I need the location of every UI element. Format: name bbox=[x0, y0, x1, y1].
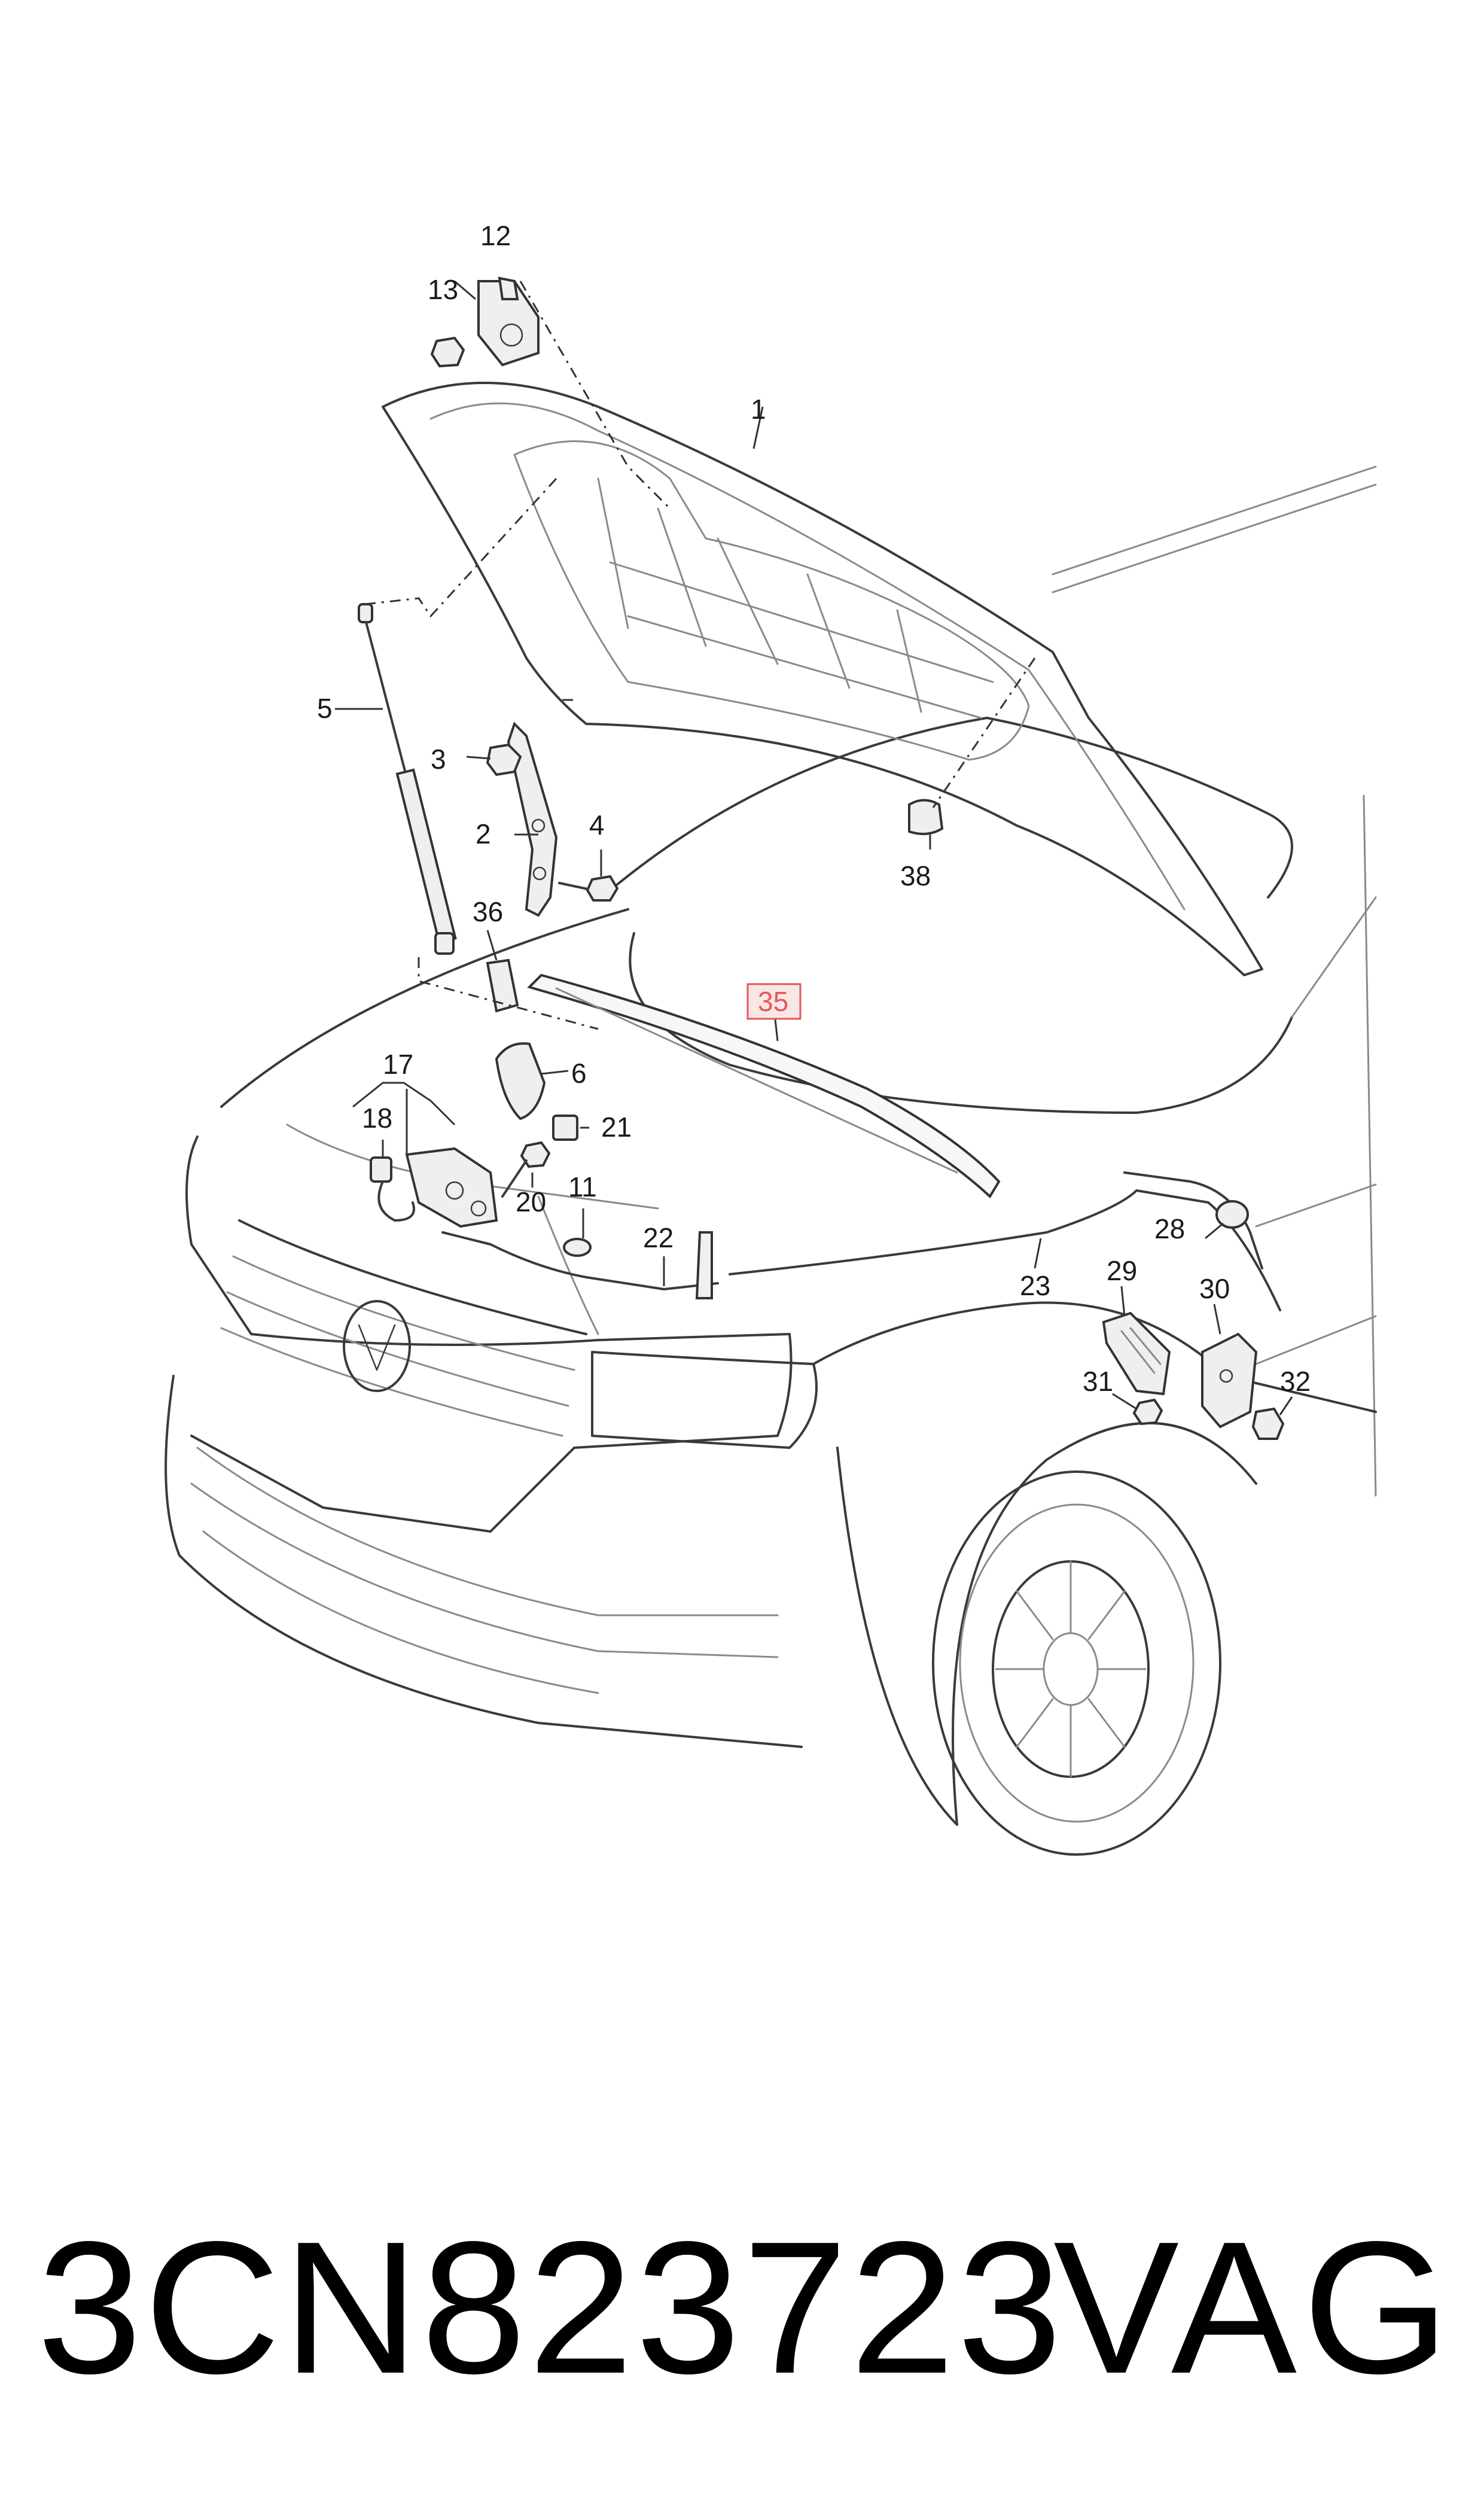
callout-5: 5 bbox=[317, 693, 333, 724]
callout-11: 11 bbox=[568, 1171, 597, 1202]
lock-sensor bbox=[370, 1156, 415, 1222]
brand-name: VAG bbox=[1053, 2202, 1455, 2413]
release-handle bbox=[1102, 1311, 1171, 1396]
callout-18: 18 bbox=[362, 1103, 392, 1134]
hood-hinge bbox=[507, 721, 558, 917]
car-body-outline bbox=[164, 465, 1377, 1856]
callout-29: 29 bbox=[1107, 1255, 1137, 1286]
callout-6: 6 bbox=[571, 1058, 587, 1089]
callout-38: 38 bbox=[900, 860, 931, 891]
callout-23: 23 bbox=[1020, 1270, 1050, 1301]
callout-13: 13 bbox=[428, 274, 458, 305]
callout-35: 35 bbox=[758, 986, 788, 1017]
callout-36: 36 bbox=[473, 896, 503, 927]
hood-lock-striker bbox=[477, 276, 540, 367]
part-number: 3CN823723 bbox=[37, 2202, 1065, 2413]
callout-1: 1 bbox=[751, 394, 766, 425]
gas-strut bbox=[358, 603, 457, 955]
hinge-nut bbox=[486, 743, 522, 777]
parts-exploded-diagram: 1 2 3 4 5 6 11 12 13 17 18 20 21 22 23 2… bbox=[164, 220, 1377, 1856]
callout-21: 21 bbox=[601, 1112, 632, 1143]
callout-31: 31 bbox=[1083, 1366, 1113, 1397]
drain-plug bbox=[563, 1238, 592, 1257]
callout-17: 17 bbox=[383, 1049, 413, 1080]
cable-grommet bbox=[1215, 1200, 1249, 1229]
hood-seal-strip bbox=[527, 973, 1001, 1199]
striker-nut bbox=[430, 336, 465, 368]
leader-lines bbox=[335, 280, 1293, 1415]
hood-panel bbox=[382, 382, 1263, 976]
seal-end-cap bbox=[486, 958, 519, 1013]
callout-32: 32 bbox=[1280, 1366, 1311, 1397]
cover-cap bbox=[552, 1115, 578, 1141]
callout-4: 4 bbox=[589, 809, 605, 841]
callout-labels: 1 2 3 4 5 6 11 12 13 17 18 20 21 22 23 2… bbox=[317, 220, 1311, 1397]
callout-20: 20 bbox=[516, 1186, 546, 1217]
callout-35-highlight: 35 bbox=[746, 983, 802, 1020]
hood-lock bbox=[405, 1147, 498, 1228]
callout-28: 28 bbox=[1154, 1213, 1185, 1244]
callout-12: 12 bbox=[480, 220, 511, 251]
callout-30: 30 bbox=[1199, 1273, 1230, 1304]
hinge-bolt bbox=[558, 875, 619, 902]
release-cable bbox=[441, 1171, 1281, 1311]
callout-22: 22 bbox=[643, 1222, 674, 1253]
lock-bolt bbox=[501, 1141, 551, 1198]
callout-3: 3 bbox=[431, 744, 446, 775]
hood-bump-stop bbox=[908, 799, 944, 835]
callout-2: 2 bbox=[476, 818, 491, 850]
retaining-clip bbox=[1251, 1407, 1285, 1440]
handle-bracket bbox=[1201, 1332, 1258, 1429]
lock-cover bbox=[495, 1042, 546, 1121]
bracket-bolt bbox=[1132, 1398, 1163, 1426]
